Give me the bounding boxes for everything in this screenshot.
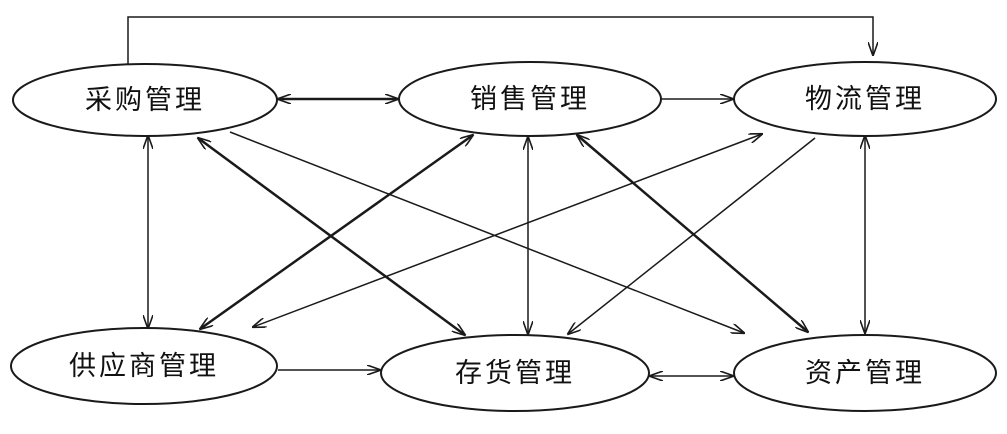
edge-procurement-to-assets	[229, 131, 744, 333]
node-supplier-ellipse	[10, 327, 278, 405]
edge-sales-assets	[577, 135, 808, 332]
edge-procurement-to-logistics	[127, 16, 873, 64]
node-sales-ellipse	[398, 61, 662, 137]
edges	[127, 16, 873, 376]
node-logistics-ellipse	[733, 61, 997, 137]
node-assets-label: 资产管理	[805, 358, 925, 389]
node-procurement: 采购管理	[12, 63, 278, 137]
node-sales: 销售管理	[398, 61, 662, 137]
node-assets-ellipse	[733, 334, 997, 412]
node-supplier: 供应商管理	[10, 327, 278, 405]
node-procurement-ellipse	[12, 63, 278, 137]
edge-logistics-to-inventory	[568, 137, 816, 334]
node-supplier-label: 供应商管理	[69, 351, 219, 382]
node-logistics: 物流管理	[733, 61, 997, 137]
node-inventory-ellipse	[380, 334, 650, 412]
nodes: 采购管理 销售管理 物流管理 供应商管理 存货管理 资产管理	[10, 61, 997, 412]
edge-logistics-supplier	[253, 134, 762, 327]
edge-sales-supplier	[200, 135, 473, 329]
node-inventory-label: 存货管理	[455, 358, 575, 389]
node-assets: 资产管理	[733, 334, 997, 412]
node-inventory: 存货管理	[380, 334, 650, 412]
node-procurement-label: 采购管理	[85, 85, 205, 116]
node-sales-label: 销售管理	[470, 84, 590, 115]
node-logistics-label: 物流管理	[805, 84, 925, 115]
